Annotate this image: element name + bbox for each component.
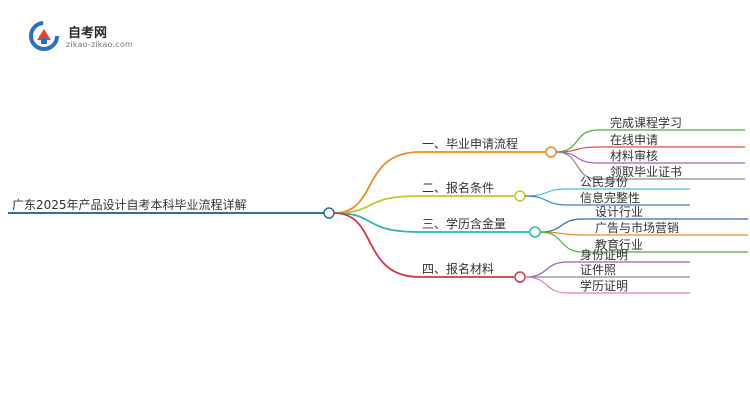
leaf-label: 材料审核 [610,148,658,163]
leaf-connector [539,218,584,233]
leaf-label: 广告与市场营销 [595,220,679,235]
branch-connector [333,151,421,214]
branch-label: 四、报名材料 [422,261,494,276]
root-label: 广东2025年产品设计自考本科毕业流程详解 [12,197,247,212]
leaf-label: 信息完整性 [580,190,640,205]
logo-icon [29,21,59,51]
leaf-label: 公民身份 [580,174,628,189]
leaf-label: 教育行业 [595,237,643,252]
branch-node[interactable] [514,271,526,283]
leaf-label: 完成课程学习 [610,115,682,130]
branch-connector [333,212,421,233]
leaf-label: 证件照 [580,263,616,277]
branch-connector [333,195,421,214]
branch-node[interactable] [514,190,526,202]
branch-label: 一、毕业申请流程 [422,136,518,151]
root-node[interactable] [323,207,335,219]
leaf-connector [555,129,599,153]
leaf-connector [555,151,599,164]
site-logo[interactable]: 自考网 zikao-zikao.com [28,18,168,52]
leaf-label: 学历证明 [580,278,628,293]
leaf-connector [524,195,569,206]
logo-url: zikao-zikao.com [66,40,133,49]
leaf-connector [524,276,569,294]
leaf-connector [539,231,584,253]
leaf-connector [524,261,569,278]
branch-node[interactable] [529,226,541,238]
leaf-connector [555,151,599,180]
branch-node[interactable] [545,146,557,158]
leaf-connector [524,188,569,197]
leaf-label: 在线申请 [610,133,658,147]
branch-label: 三、学历含金量 [422,216,506,231]
branch-connector [333,212,421,278]
branch-label: 二、报名条件 [422,180,494,195]
leaf-connector [555,146,599,153]
leaf-label: 领取毕业证书 [610,165,682,179]
leaf-label: 身份证明 [580,247,628,262]
logo-name: 自考网 [68,26,108,41]
leaf-label: 设计行业 [595,205,643,219]
